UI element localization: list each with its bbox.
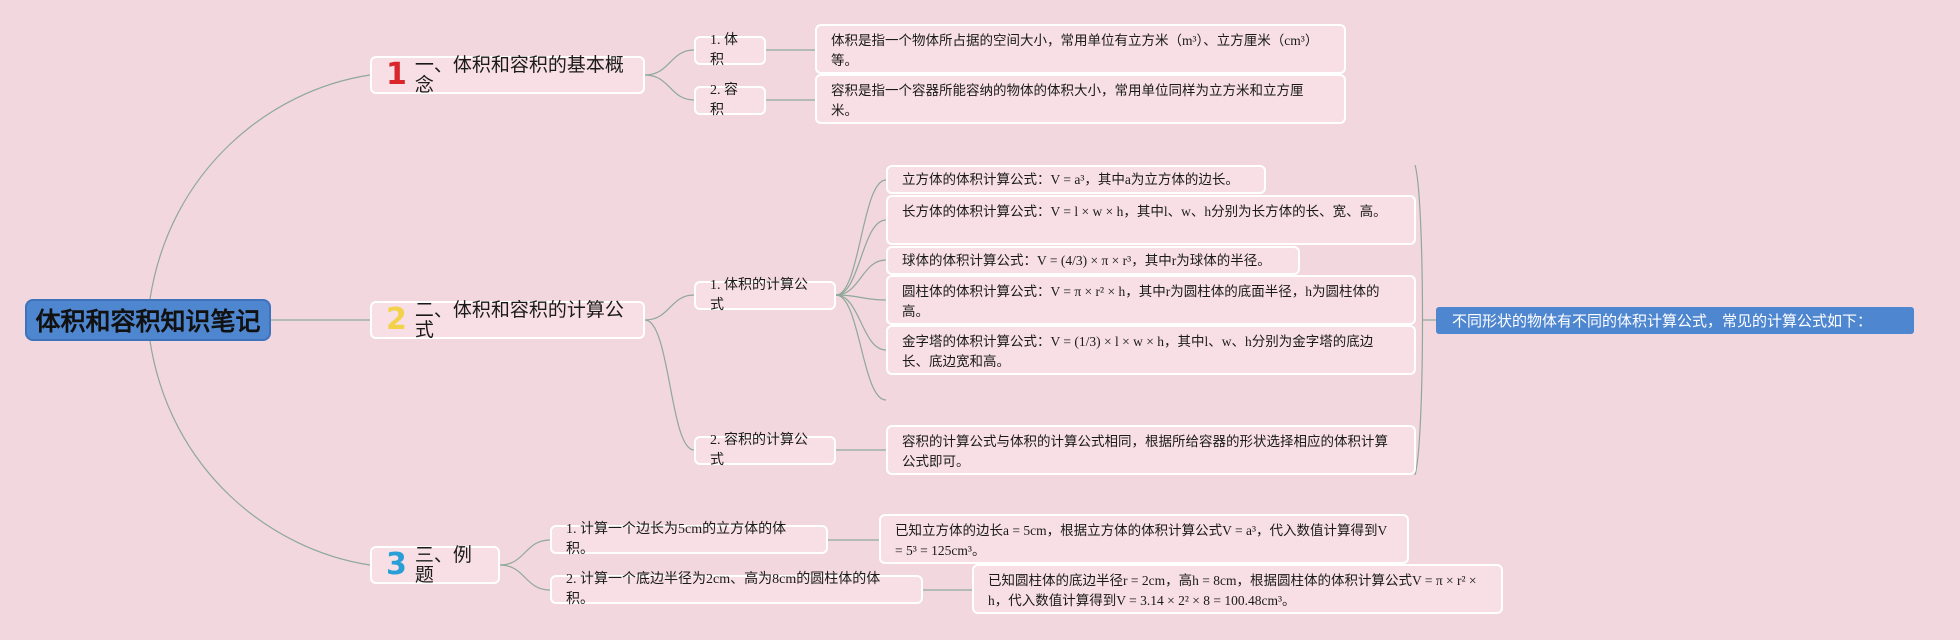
concept-volume-node[interactable]: 1. 体积 xyxy=(694,33,766,68)
capacity-formula-text[interactable]: 容积的计算公式与体积的计算公式相同，根据所给容器的形状选择相应的体积计算公式即可… xyxy=(886,425,1416,475)
formula-summary[interactable]: 不同形状的物体有不同的体积计算公式，常见的计算公式如下： xyxy=(1436,307,1914,334)
concept-volume-text[interactable]: 体积是指一个物体所占据的空间大小，常用单位有立方米（m³）、立方厘米（cm³）等… xyxy=(815,24,1346,74)
root-node[interactable]: 体积和容积知识笔记 xyxy=(25,299,271,341)
section-3-title: 三、例题 xyxy=(414,544,472,586)
section-3-node[interactable]: 3 三、例题 xyxy=(370,544,500,586)
formula-sphere[interactable]: 球体的体积计算公式：V = (4/3) × π × r³，其中r为球体的半径。 xyxy=(886,246,1300,275)
capacity-formula-node[interactable]: 2. 容积的计算公式 xyxy=(694,433,836,468)
volume-formula-node[interactable]: 1. 体积的计算公式 xyxy=(694,278,836,313)
section-2-node[interactable]: 2 二、体积和容积的计算公式 xyxy=(370,299,645,341)
example-2-label: 2. 计算一个底边半径为2cm、高为8cm的圆柱体的体积。 xyxy=(566,571,881,607)
concept-capacity-label: 2. 容积 xyxy=(710,82,738,118)
example-1-node[interactable]: 1. 计算一个边长为5cm的立方体的体积。 xyxy=(550,522,828,557)
example-2-answer[interactable]: 已知圆柱体的底边半径r = 2cm，高h = 8cm，根据圆柱体的体积计算公式V… xyxy=(972,564,1503,614)
example-1-answer[interactable]: 已知立方体的边长a = 5cm，根据立方体的体积计算公式V = a³，代入数值计… xyxy=(879,514,1409,564)
section-3-number: 3 xyxy=(386,547,407,582)
formula-cylinder[interactable]: 圆柱体的体积计算公式：V = π × r² × h，其中r为圆柱体的底面半径，h… xyxy=(886,275,1416,325)
section-1-number: 1 xyxy=(386,57,407,92)
section-2-number: 2 xyxy=(386,302,407,337)
example-1-label: 1. 计算一个边长为5cm的立方体的体积。 xyxy=(566,521,787,557)
capacity-formula-label: 2. 容积的计算公式 xyxy=(710,432,808,468)
volume-formula-label: 1. 体积的计算公式 xyxy=(710,277,808,313)
section-2-title: 二、体积和容积的计算公式 xyxy=(414,299,624,341)
concept-capacity-text[interactable]: 容积是指一个容器所能容纳的物体的体积大小，常用单位同样为立方米和立方厘米。 xyxy=(815,74,1346,124)
formula-pyramid[interactable]: 金字塔的体积计算公式：V = (1/3) × l × w × h，其中l、w、h… xyxy=(886,325,1416,375)
concept-volume-label: 1. 体积 xyxy=(710,32,738,68)
concept-capacity-node[interactable]: 2. 容积 xyxy=(694,83,766,118)
section-1-title: 一、体积和容积的基本概念 xyxy=(414,54,624,96)
example-2-node[interactable]: 2. 计算一个底边半径为2cm、高为8cm的圆柱体的体积。 xyxy=(550,572,923,607)
formula-cube[interactable]: 立方体的体积计算公式：V = a³，其中a为立方体的边长。 xyxy=(886,165,1266,194)
formula-cuboid[interactable]: 长方体的体积计算公式：V = l × w × h，其中l、w、h分别为长方体的长… xyxy=(886,195,1416,245)
section-1-node[interactable]: 1 一、体积和容积的基本概念 xyxy=(370,54,645,96)
